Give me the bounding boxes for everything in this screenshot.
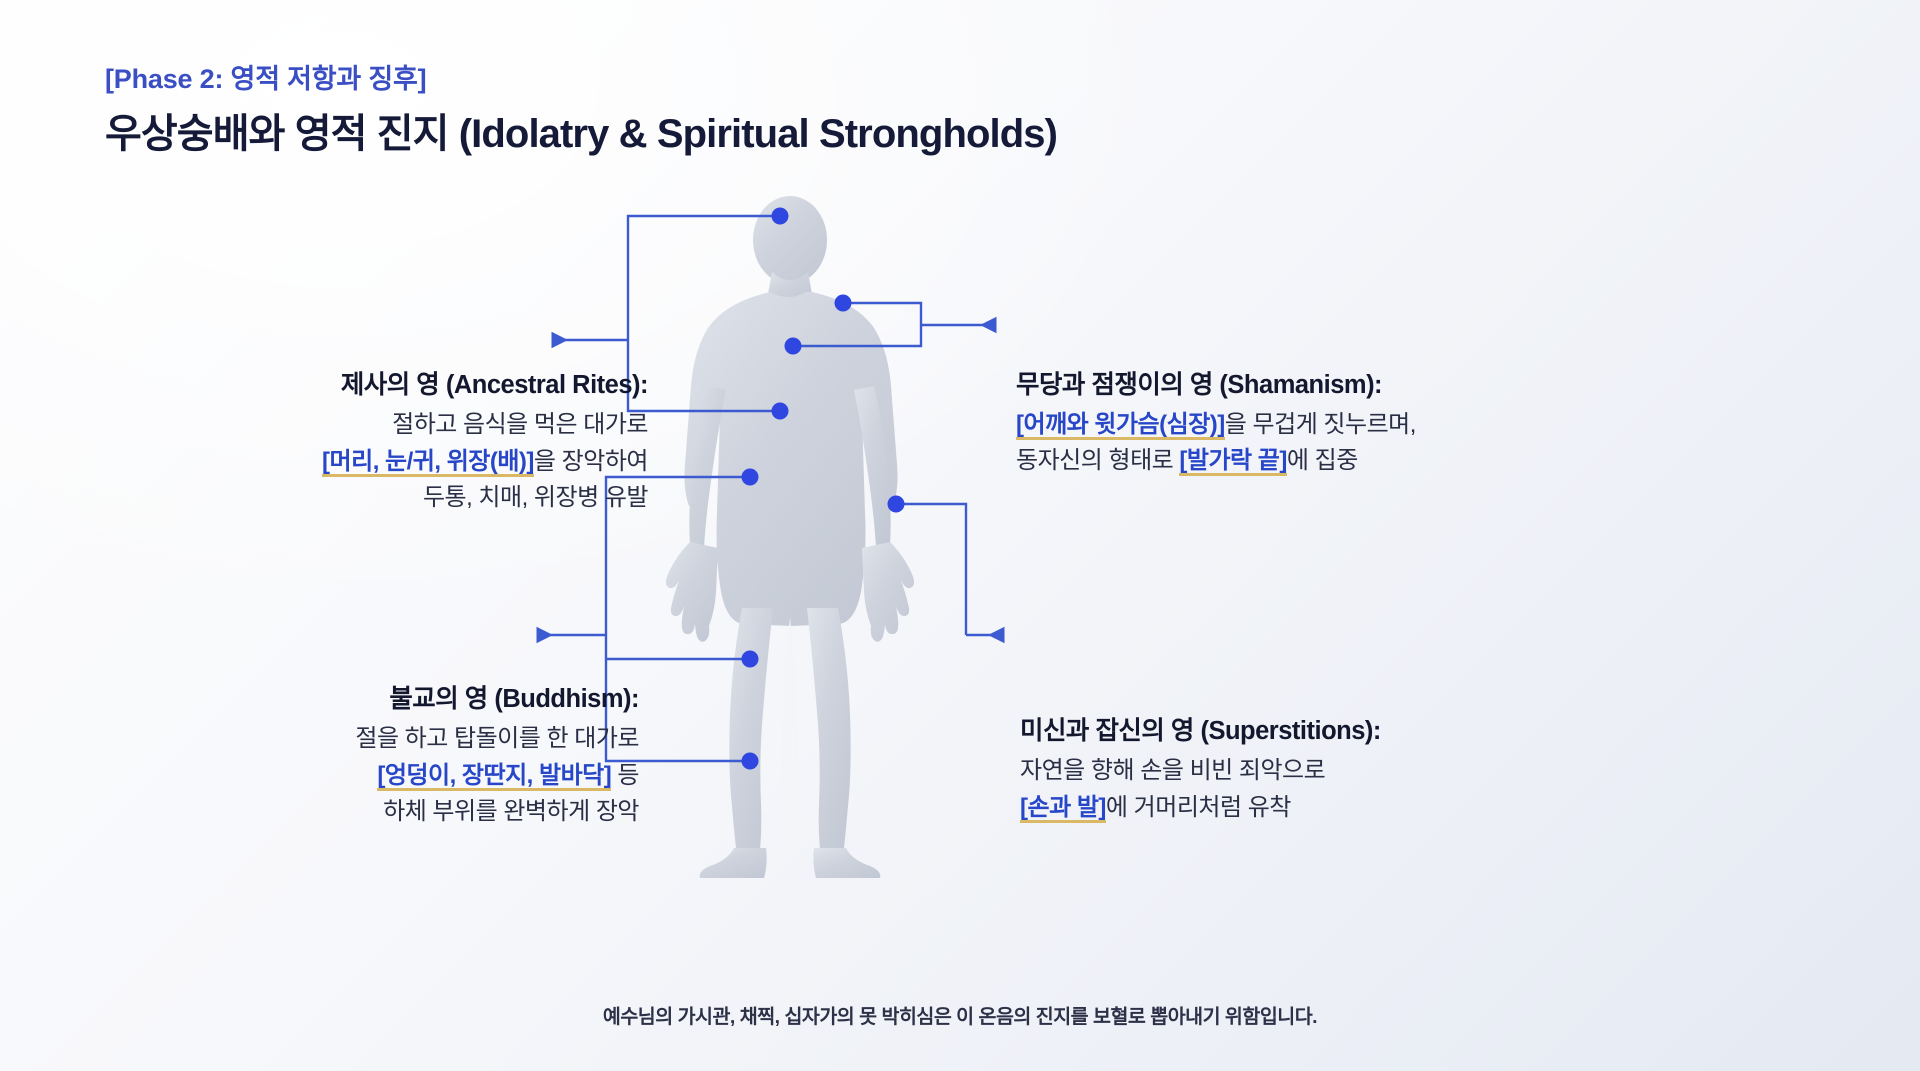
callout-shamanism: 무당과 점쟁이의 영 (Shamanism): [어깨와 윗가슴(심장)]을 무…: [1016, 366, 1416, 479]
callout-heading: 미신과 잡신의 영 (Superstitions):: [1020, 717, 1381, 745]
callout-line-1: 절하고 음식을 먹은 대가로: [392, 411, 648, 439]
chest-marker[interactable]: [784, 337, 802, 355]
right-hand-marker[interactable]: [887, 495, 905, 513]
callout-line-highlight: [머리, 눈/귀, 위장(배)]을 장악하여: [322, 444, 649, 480]
callout-ancestral-rites: 제사의 영 (Ancestral Rites): 절하고 음식을 먹은 대가로 …: [322, 366, 649, 516]
callout-line-1: 절을 하고 탑돌이를 한 대가로: [355, 725, 639, 753]
highlight-text-secondary: [발가락 끝]: [1179, 447, 1287, 477]
callout-heading: 제사의 영 (Ancestral Rites):: [340, 371, 649, 399]
line3-suffix: 에 집중: [1286, 447, 1358, 475]
highlight-text: [머리, 눈/귀, 위장(배)]: [322, 448, 534, 478]
callout-line-3: 동자신의 형태로 [발가락 끝]에 집중: [1016, 443, 1416, 479]
body-markers: [741, 207, 905, 770]
slide-header: [Phase 2: 영적 저항과 징후] 우상숭배와 영적 진지 (Idolat…: [105, 62, 1058, 159]
highlight-text: [손과 발]: [1020, 794, 1106, 824]
callout-line-highlight: [어깨와 윗가슴(심장)]을 무겁게 짓누르며,: [1016, 407, 1416, 443]
callout-line-3: 하체 부위를 완벽하게 장악: [383, 798, 639, 826]
callout-superstitions: 미신과 잡신의 영 (Superstitions): 자연을 향해 손을 비빈 …: [1020, 712, 1381, 826]
highlight-suffix: 에 거머리처럼 유착: [1105, 794, 1291, 822]
footer-caption: 예수님의 가시관, 채찍, 십자가의 못 박히심은 이 온음의 진지를 보혈로 …: [602, 1006, 1318, 1028]
callout-line-3: 두통, 치매, 위장병 유발: [422, 484, 649, 512]
hip-marker[interactable]: [741, 468, 759, 486]
callout-heading: 무당과 점쟁이의 영 (Shamanism):: [1016, 371, 1383, 399]
phase-eyebrow: [Phase 2: 영적 저항과 징후]: [105, 64, 427, 94]
line3-prefix: 동자신의 형태로: [1016, 447, 1180, 475]
highlight-text: [엉덩이, 장딴지, 발바닥]: [377, 762, 612, 792]
page-title: 우상숭배와 영적 진지 (Idolatry & Spiritual Strong…: [105, 112, 1058, 157]
knee-marker[interactable]: [741, 650, 759, 668]
callout-line-highlight: [엉덩이, 장딴지, 발바닥] 등: [355, 758, 639, 794]
human-silhouette: [665, 196, 915, 878]
highlight-text: [어깨와 윗가슴(심장)]: [1016, 411, 1225, 441]
shoulder-marker[interactable]: [834, 294, 852, 312]
callout-heading: 불교의 영 (Buddhism):: [389, 685, 639, 713]
abdomen-marker[interactable]: [771, 402, 789, 420]
head-marker[interactable]: [771, 207, 789, 225]
callout-line-highlight: [손과 발]에 거머리처럼 유착: [1020, 790, 1381, 826]
connector-lines: [536, 214, 1005, 763]
highlight-suffix: 등: [611, 762, 639, 790]
callout-line-1: 자연을 향해 손을 비빈 죄악으로: [1020, 757, 1326, 785]
foot-marker[interactable]: [741, 752, 759, 770]
highlight-suffix: 을 장악하여: [533, 448, 649, 476]
highlight-suffix: 을 무겁게 짓누르며,: [1224, 411, 1417, 439]
callout-buddhism: 불교의 영 (Buddhism): 절을 하고 탑돌이를 한 대가로 [엉덩이,…: [355, 680, 639, 830]
